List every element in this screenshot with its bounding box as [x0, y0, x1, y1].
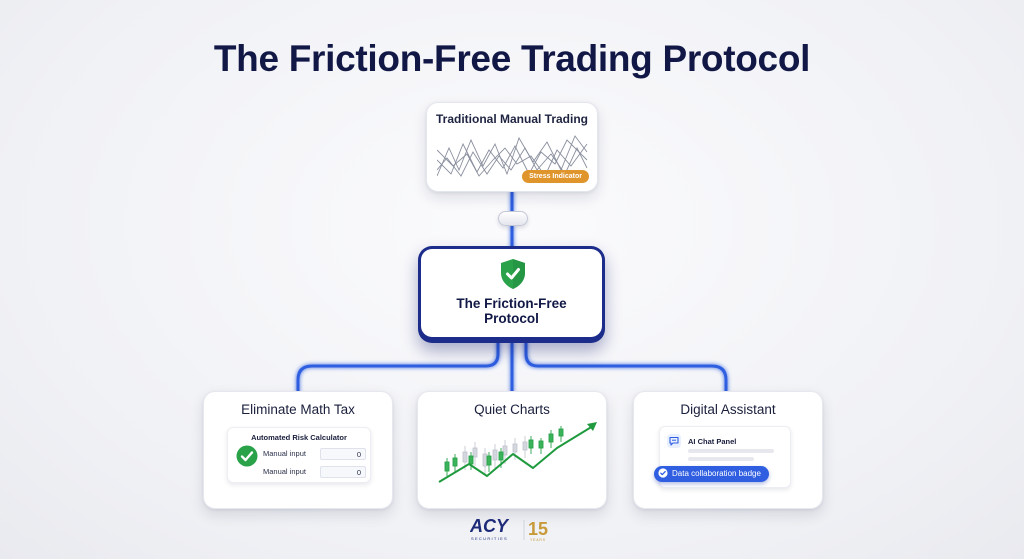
digital-assistant-card: Digital Assistant AI Chat Panel Data col… [633, 391, 823, 509]
page-title: The Friction-Free Trading Protocol [213, 38, 811, 79]
quiet-charts-card: Quiet Charts [417, 391, 607, 509]
acy-securities-logo: ACY SECURITIES 15 YEARS [470, 516, 548, 542]
manual-input-label: Manual input [263, 449, 306, 458]
eliminate-math-tax-title: Eliminate Math Tax [241, 402, 355, 417]
ai-chat-panel-title: AI Chat Panel [688, 437, 737, 446]
hub-inner-panel: The Friction-Free Protocol [421, 249, 602, 337]
quiet-charts-title: Quiet Charts [474, 402, 550, 417]
risk-calculator-title: Automated Risk Calculator [251, 433, 347, 442]
risk-calculator-panel: Automated Risk Calculator Manual input 0… [227, 427, 371, 483]
connector-node [498, 211, 528, 226]
manual-input-label: Manual input [263, 467, 306, 476]
eliminate-math-tax-card: Eliminate Math Tax Automated Risk Calcul… [203, 391, 393, 509]
friction-free-protocol-hub: The Friction-Free Protocol [418, 246, 605, 343]
hub-title: The Friction-Free Protocol [421, 296, 602, 326]
traditional-trading-title: Traditional Manual Trading [435, 112, 588, 126]
data-collaboration-badge-label: Data collaboration badge [672, 469, 761, 478]
badge-check-icon [658, 468, 668, 478]
candlestick-chart-icon [438, 422, 597, 483]
traditional-trading-card: Traditional Manual Trading Stress Indica… [426, 102, 598, 192]
check-circle-icon [236, 445, 258, 467]
hub-title-line-1: The Friction-Free [456, 296, 567, 311]
connector-left [296, 341, 500, 394]
data-collaboration-badge: Data collaboration badge [654, 466, 769, 482]
logo-years-label: YEARS [530, 538, 546, 542]
chat-bubble-icon [667, 434, 681, 448]
chat-message-placeholder [688, 457, 754, 461]
logo-sub-text: SECURITIES [471, 536, 508, 541]
logo-brand-text: ACY [470, 516, 510, 536]
chat-message-placeholder [688, 449, 774, 453]
manual-input-field[interactable]: 0 [320, 466, 366, 478]
hub-title-line-2: Protocol [484, 311, 539, 326]
connector-right [524, 341, 728, 394]
logo-years-number: 15 [528, 519, 548, 539]
digital-assistant-title: Digital Assistant [680, 402, 776, 417]
stress-indicator-badge: Stress Indicator [522, 170, 589, 183]
manual-input-field[interactable]: 0 [320, 448, 366, 460]
shield-check-icon [501, 259, 525, 289]
